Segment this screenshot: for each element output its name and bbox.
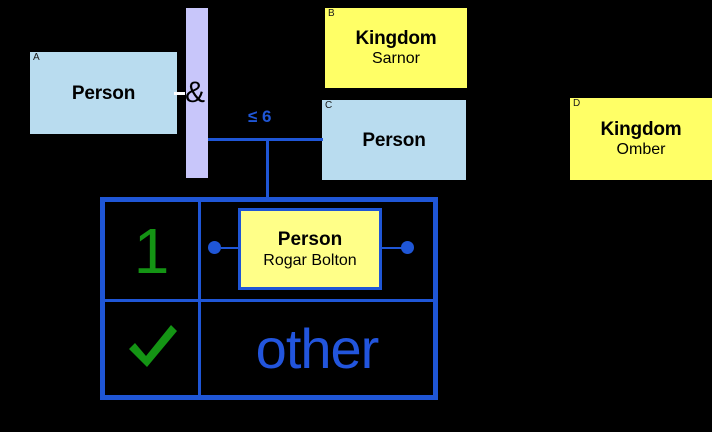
table-row-divider [105, 299, 433, 302]
port-dot-left[interactable] [208, 241, 221, 254]
entity-node-a[interactable]: A Person [30, 52, 177, 134]
node-tag-c: C [325, 100, 333, 111]
node-subtitle-b: Sarnor [371, 50, 421, 67]
connector-drop-vertical [266, 138, 269, 198]
node-title-c: Person [362, 129, 426, 151]
node-subtitle-d: Omber [616, 141, 666, 158]
operator-dash-icon [174, 92, 185, 95]
node-tag-a: A [33, 52, 40, 63]
port-stub-right [382, 247, 402, 249]
checkmark-icon [121, 315, 183, 382]
operator-and-symbol: & [185, 76, 206, 109]
result-count-1: 1 [133, 214, 170, 287]
entity-node-d[interactable]: D Kingdom Omber [570, 98, 712, 180]
result-node-subtitle: Rogar Bolton [263, 251, 357, 269]
entity-node-b[interactable]: B Kingdom Sarnor [325, 8, 467, 88]
connector-trunk-horizontal [208, 138, 323, 141]
table-row [105, 302, 198, 395]
result-other-cell: other [201, 302, 433, 395]
node-tag-d: D [573, 98, 581, 109]
table-column-divider [198, 202, 201, 395]
node-title-d: Kingdom [600, 119, 682, 140]
node-tag-b: B [328, 8, 335, 19]
result-node-title: Person [277, 228, 343, 250]
entity-node-c[interactable]: C Person [322, 100, 466, 180]
operator-bar[interactable] [186, 8, 208, 178]
result-node-person[interactable]: Person Rogar Bolton [238, 208, 382, 290]
result-other-label: other [255, 316, 380, 380]
port-dot-right[interactable] [401, 241, 414, 254]
cardinality-label: ≤ 6 [248, 107, 272, 126]
node-title-a: Person [71, 82, 136, 104]
port-stub-left [221, 247, 239, 249]
table-row: 1 [105, 202, 198, 299]
node-title-b: Kingdom [355, 28, 437, 49]
